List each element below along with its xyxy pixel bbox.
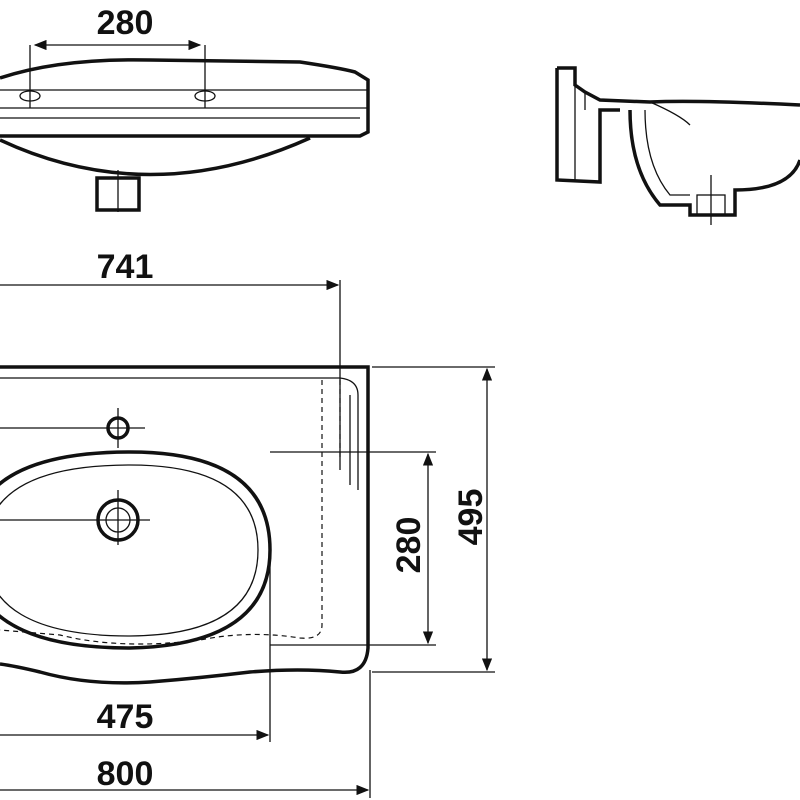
front-elevation-view: 280: [0, 4, 370, 212]
dimension-label-741: 741: [97, 248, 154, 286]
tap-hole-left-icon: [19, 45, 41, 108]
dimension-label-475: 475: [97, 698, 154, 736]
dimension-label-280-basin: 280: [390, 517, 428, 574]
drain-icon: [0, 490, 150, 545]
dimension-741: 741: [0, 248, 341, 470]
dimension-label-800: 800: [97, 755, 154, 793]
dimension-475: 475: [0, 560, 271, 742]
plan-view: [0, 365, 370, 685]
dimension-495: 495: [372, 366, 495, 673]
tap-hole-right-icon: [194, 45, 216, 108]
side-section-view: [555, 66, 800, 225]
dimension-label-top-hole-spacing: 280: [97, 4, 154, 42]
dimension-280-basin: 280: [270, 451, 436, 646]
dimension-800: 800: [0, 670, 371, 798]
dimension-label-495: 495: [452, 489, 490, 546]
tap-hole-icon: [0, 408, 145, 448]
